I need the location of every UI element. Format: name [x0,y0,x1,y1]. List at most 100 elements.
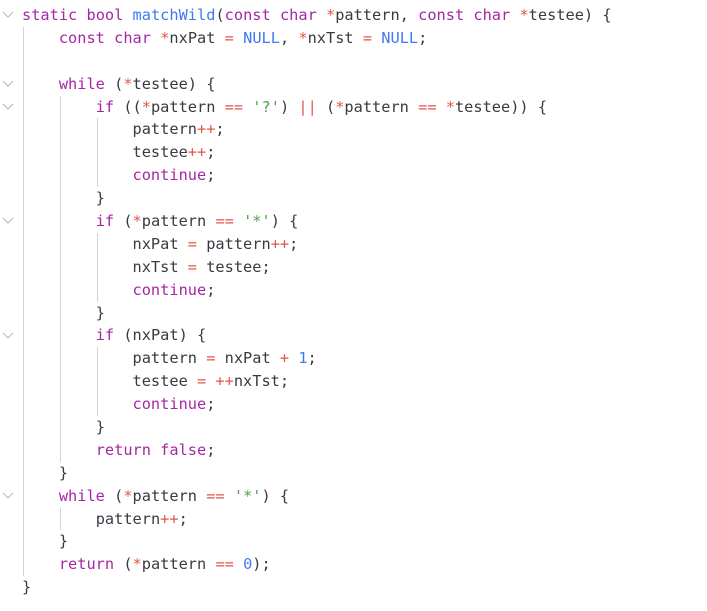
indent [22,510,96,528]
indent-guide [96,232,98,256]
code-token: continue [132,395,207,414]
code-line[interactable]: } [22,416,612,439]
code-line[interactable]: } [22,187,612,211]
code-token: = [196,372,207,391]
code-line[interactable]: pattern++; [22,507,612,531]
indent-guide [23,484,24,508]
indent-guide [59,255,61,279]
code-token: == [224,97,244,116]
indent-guide [23,416,24,439]
indent-guide [23,301,24,325]
code-line[interactable]: } [22,530,612,554]
code-token [151,29,160,47]
code-token: * [160,28,170,47]
code-line[interactable]: } [22,461,612,485]
code-token: = [362,28,373,47]
code-token [225,487,234,505]
indent [22,372,133,390]
indent-guide [96,278,98,302]
indent-guide [23,187,24,211]
code-line[interactable]: nxPat = pattern++; [22,232,612,256]
code-token [123,6,132,24]
code-token: * [335,97,345,116]
indent-guide [23,72,24,96]
code-token: * [298,28,308,47]
code-token: bool [86,6,124,24]
code-line[interactable]: while (*pattern == '*') { [22,484,612,508]
indent-guide [23,141,24,165]
code-token: return [95,440,151,459]
indent-guide [23,255,24,279]
code-line[interactable]: } [22,301,612,325]
code-token [234,555,243,573]
fold-chevron-icon[interactable] [2,492,14,502]
fold-chevron-icon[interactable] [2,80,14,90]
code-token: ; [307,349,317,368]
fold-chevron-icon[interactable] [2,217,14,227]
code-line[interactable]: static bool matchWild(const char *patter… [22,4,612,27]
code-token [437,98,446,116]
code-line[interactable]: nxTst = testee; [22,255,612,279]
code-line[interactable]: continue; [22,393,612,417]
code-line[interactable]: const char *nxPat = NULL, *nxTst = NULL; [22,26,612,50]
indent-guide [59,187,61,211]
code-token: , [279,28,299,47]
indent-guide [96,118,98,142]
code-line[interactable]: } [22,576,612,599]
code-token: ; [206,280,216,299]
indent [22,326,96,344]
indent-guide [59,278,61,302]
code-token: while [58,486,105,505]
code-line[interactable]: pattern++; [22,118,612,142]
code-line[interactable]: return false; [22,438,612,462]
code-token: } [58,463,69,482]
indent-guide [23,370,24,394]
code-line[interactable]: continue; [22,278,612,302]
code-token: NULL [381,28,419,47]
code-line[interactable]: if (*pattern == '*') { [22,210,612,233]
code-token: ( [104,74,124,93]
code-line[interactable]: while (*testee) { [22,72,612,96]
code-token: ; [215,120,225,139]
indent-guide [23,393,24,417]
indent-guide [23,324,24,348]
code-token: '*' [233,486,262,505]
fold-chevron-icon[interactable] [2,332,14,342]
code-token: * [123,486,133,505]
code-token: nxPat [215,349,280,368]
code-token: char [473,6,511,24]
fold-chevron-icon[interactable] [2,103,14,113]
code-token: = [206,349,216,368]
code-token: 0 [243,555,253,574]
indent-guide [59,95,61,119]
code-token: * [141,97,151,116]
code-line[interactable] [22,49,612,73]
code-token: pattern [150,97,225,116]
indent-guide [23,438,24,462]
code-token: const [224,6,271,24]
code-token: } [95,303,105,322]
code-area[interactable]: static bool matchWild(const char *patter… [22,4,612,599]
code-token: ; [289,234,299,253]
code-line[interactable]: continue; [22,164,612,188]
code-token [372,29,381,47]
code-line[interactable]: if (nxPat) { [22,324,612,348]
code-token: NULL [243,28,280,47]
code-token: (nxPat) { [114,326,207,345]
indent-guide [96,370,98,394]
indent-guide [59,301,61,325]
code-token: == [215,555,234,574]
code-token: ; [206,395,216,414]
code-line[interactable]: pattern = nxPat + 1; [22,347,612,371]
code-token: if [95,212,115,231]
fold-chevron-icon[interactable] [2,11,14,21]
code-line[interactable]: if ((*pattern == '?') || (*pattern == *t… [22,95,612,119]
code-token [464,6,473,24]
code-token: continue [132,166,207,185]
code-token: pattern [132,349,207,368]
indent [22,189,96,207]
code-line[interactable]: testee++; [22,141,612,165]
code-line[interactable]: return (*pattern == 0); [22,553,612,577]
code-line[interactable]: testee = ++nxTst; [22,370,612,394]
